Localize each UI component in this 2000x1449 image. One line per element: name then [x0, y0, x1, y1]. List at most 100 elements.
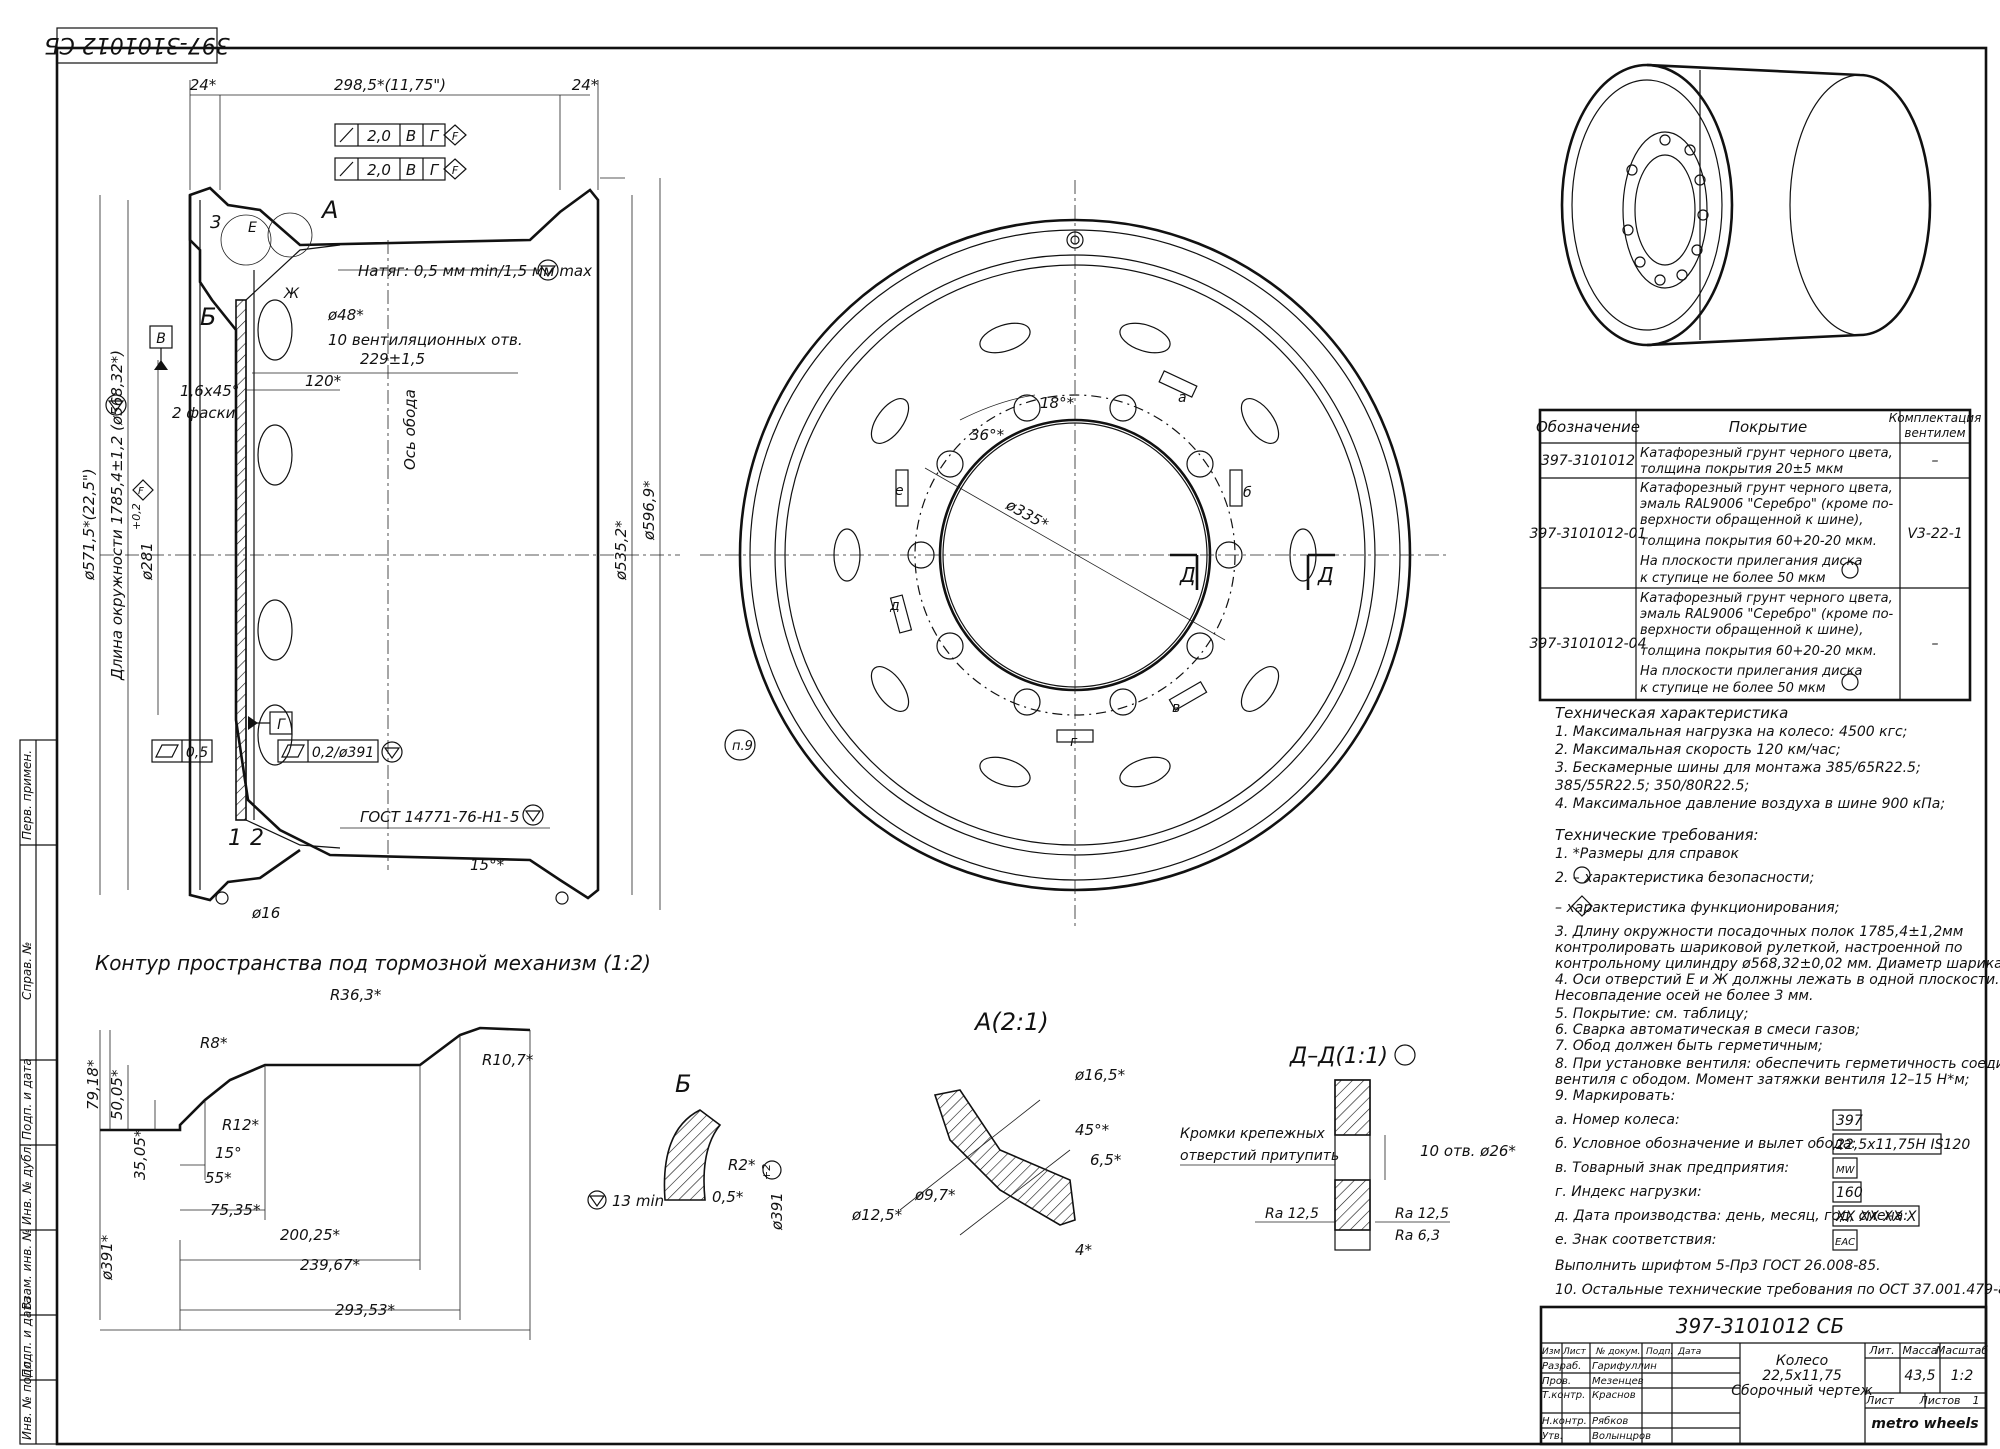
svg-text:А: А: [320, 196, 338, 224]
svg-text:Г: Г: [277, 717, 286, 733]
svg-text:–: –: [1932, 636, 1939, 652]
svg-text:397-3101012 СБ: 397-3101012 СБ: [44, 32, 229, 57]
svg-text:толщина покрытия 20±5 мкм: толщина покрытия 20±5 мкм: [1640, 462, 1843, 477]
svg-text:R8*: R8*: [200, 1034, 228, 1052]
svg-text:397-3101012 СБ: 397-3101012 СБ: [1676, 1314, 1845, 1338]
svg-text:Г: Г: [430, 161, 440, 179]
svg-text:Лист: Лист: [1562, 1347, 1587, 1357]
svg-text:Гарифуллин: Гарифуллин: [1592, 1361, 1657, 1372]
svg-text:3: 3: [210, 212, 221, 233]
svg-text:Дата: Дата: [1677, 1347, 1701, 1357]
svg-text:№ докум.: № докум.: [1595, 1347, 1640, 1357]
svg-text:–: –: [1932, 453, 1939, 469]
svg-text:2,0: 2,0: [367, 161, 391, 179]
svg-text:1:2: 1:2: [1951, 1368, 1974, 1384]
svg-text:Д: Д: [1317, 563, 1334, 587]
svg-text:ø391*: ø391*: [98, 1234, 116, 1281]
svg-text:ø48*: ø48*: [327, 306, 364, 324]
svg-text:43,5: 43,5: [1904, 1368, 1935, 1384]
svg-text:Катафорезный грунт черного цве: Катафорезный грунт черного цвета,: [1640, 446, 1893, 461]
svg-text:Комплектация: Комплектация: [1889, 411, 1982, 425]
wheel-front-view: а б в г д е ø335* 36°* 18°* Д Д п.9: [700, 180, 1450, 930]
svg-text:24*: 24*: [190, 76, 217, 94]
svg-text:Д–Д(1:1): Д–Д(1:1): [1289, 1044, 1388, 1069]
svg-text:Масштаб: Масштаб: [1936, 1344, 1988, 1357]
svg-text:Масса: Масса: [1902, 1344, 1937, 1357]
tolerance-frame: 2,0 В Г F: [334, 157, 467, 181]
svg-text:+0,2: +0,2: [130, 503, 143, 530]
svg-text:15°: 15°: [215, 1144, 242, 1162]
svg-text:6,5*: 6,5*: [1090, 1151, 1122, 1169]
svg-text:22,5x11,75: 22,5x11,75: [1762, 1368, 1842, 1384]
svg-text:ø596,9*: ø596,9*: [640, 480, 658, 541]
svg-text:Выполнить шрифтом 5-Пр3 ГОСТ 2: Выполнить шрифтом 5-Пр3 ГОСТ 26.008-85.: [1555, 1258, 1881, 1274]
svg-text:к ступице не более 50 мкм: к ступице не более 50 мкм: [1640, 571, 1826, 586]
svg-text:Разраб.: Разраб.: [1542, 1360, 1581, 1372]
brake-contour: Контур пространства под тормозной механи…: [84, 951, 651, 1340]
svg-text:толщина покрытия 60+20-20 мкм.: толщина покрытия 60+20-20 мкм.: [1640, 534, 1877, 549]
svg-text:Кромки крепежных: Кромки крепежных: [1180, 1126, 1326, 1142]
svg-text:3. Длину окружности посадочных: 3. Длину окружности посадочных полок 178…: [1555, 924, 1964, 940]
svg-text:397-3101012: 397-3101012: [1541, 453, 1635, 469]
svg-text:45°*: 45°*: [1075, 1121, 1110, 1139]
svg-text:229±1,5: 229±1,5: [360, 350, 425, 368]
svg-text:Б: Б: [200, 303, 216, 331]
side-stamp-label: Инв. № подл.: [20, 1357, 34, 1440]
svg-text:в: в: [1172, 700, 1180, 716]
svg-text:вентиля с ободом. Момент затяж: вентиля с ободом. Момент затяжки вентиля…: [1555, 1072, 1969, 1088]
svg-text:0,2/ø391: 0,2/ø391: [312, 745, 374, 761]
svg-text:Волынцров: Волынцров: [1592, 1431, 1651, 1442]
svg-text:б. Условное обозначение и выле: б. Условное обозначение и вылет обода:: [1555, 1136, 1856, 1152]
svg-text:В: В: [406, 127, 416, 145]
svg-text:а: а: [1178, 390, 1187, 406]
svg-text:120*: 120*: [305, 372, 342, 390]
svg-text:Ж: Ж: [283, 286, 300, 302]
top-stamp: 397-3101012 СБ: [44, 27, 230, 64]
svg-text:– характеристика функционирова: – характеристика функционирования;: [1555, 900, 1839, 916]
svg-text:д. Дата производства: день, ме: д. Дата производства: день, месяц, год, …: [1554, 1208, 1908, 1224]
svg-text:Техническая характеристика: Техническая характеристика: [1555, 704, 1788, 722]
svg-text:верхности обращенной к шине),: верхности обращенной к шине),: [1640, 513, 1863, 528]
section-dd: Д–Д(1:1) Кромки крепежных отверстий прит…: [1180, 1044, 1516, 1251]
svg-text:160: 160: [1836, 1185, 1863, 1201]
svg-text:4. Максимальное давление возду: 4. Максимальное давление воздуха в шине …: [1555, 796, 1945, 812]
svg-text:ГОСТ 14771-76-Н1-: ГОСТ 14771-76-Н1-: [360, 808, 508, 826]
svg-text:Длина окружности 1785,4±1,2 (ø: Длина окружности 1785,4±1,2 (ø568,32*): [108, 350, 126, 681]
svg-text:10. Остальные технические треб: 10. Остальные технические требования по …: [1555, 1282, 2000, 1298]
svg-text:50,05*: 50,05*: [108, 1069, 126, 1120]
svg-text:Ra 12,5: Ra 12,5: [1265, 1206, 1319, 1222]
svg-text:Технические требования:: Технические требования:: [1555, 826, 1759, 844]
svg-text:5. Покрытие: см. таблицу;: 5. Покрытие: см. таблицу;: [1555, 1006, 1748, 1022]
tech-requirements: Технические требования: 1. *Размеры для …: [1554, 826, 2000, 1298]
svg-text:R10,7*: R10,7*: [482, 1051, 534, 1069]
svg-text:15°*: 15°*: [470, 856, 505, 874]
svg-text:ø335*: ø335*: [1002, 495, 1052, 533]
svg-text:Утв.: Утв.: [1542, 1431, 1563, 1442]
svg-text:2,0: 2,0: [367, 127, 391, 145]
svg-text:10 вентиляционных отв.: 10 вентиляционных отв.: [328, 331, 523, 349]
svg-text:5: 5: [510, 808, 520, 826]
svg-text:293,53*: 293,53*: [335, 1301, 395, 1319]
svg-text:0,5*: 0,5*: [712, 1188, 744, 1206]
svg-text:ø12,5*: ø12,5*: [851, 1206, 903, 1224]
svg-text:55*: 55*: [205, 1169, 232, 1187]
svg-text:Катафорезный грунт черного цве: Катафорезный грунт черного цвета,: [1640, 481, 1893, 496]
side-stamp: Перв. примен. Справ. № Подп. и дата Инв.…: [19, 739, 58, 1445]
svg-text:239,67*: 239,67*: [300, 1256, 360, 1274]
svg-text:R36,3*: R36,3*: [330, 986, 382, 1004]
svg-text:22,5x11,75H IS120: 22,5x11,75H IS120: [1836, 1137, 1970, 1153]
svg-text:397-3101012-04: 397-3101012-04: [1530, 636, 1647, 652]
svg-text:79,18*: 79,18*: [84, 1059, 102, 1110]
svg-text:3. Бескамерные шины для монтаж: 3. Бескамерные шины для монтажа 385/65R2…: [1555, 760, 1921, 776]
svg-text:2. Максимальная скорость 120 к: 2. Максимальная скорость 120 км/час;: [1555, 742, 1841, 758]
svg-text:д: д: [889, 598, 900, 614]
svg-text:а. Номер колеса:: а. Номер колеса:: [1555, 1112, 1680, 1128]
svg-text:Т.контр.: Т.контр.: [1542, 1390, 1585, 1401]
coating-table: Обозначение Покрытие Комплектация вентил…: [1530, 408, 1982, 702]
svg-text:Рябков: Рябков: [1592, 1415, 1628, 1427]
svg-text:Лит.: Лит.: [1868, 1344, 1894, 1357]
svg-text:Б: Б: [675, 1070, 691, 1098]
svg-text:Н.контр.: Н.контр.: [1542, 1416, 1587, 1427]
svg-text:F: F: [138, 486, 144, 497]
svg-text:XX XX XX X: XX XX XX X: [1835, 1209, 1917, 1225]
